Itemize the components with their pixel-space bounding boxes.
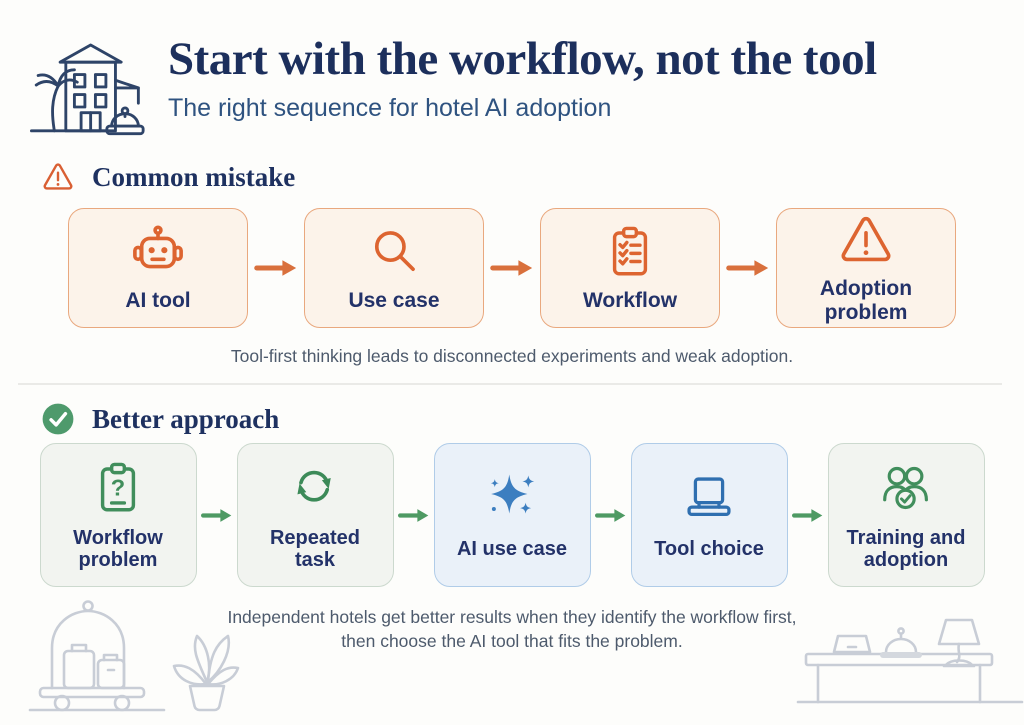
step-label: Adoption problem [819, 277, 913, 324]
common-mistake-caption: Tool-first thinking leads to disconnecte… [230, 346, 794, 366]
page-title: Start with the workflow, not the tool [168, 33, 877, 85]
arrow-right-icon [788, 506, 828, 525]
clipboard-checklist-icon [612, 226, 648, 276]
step-repeated-task: Repeated task [236, 443, 394, 587]
step-label: AI use case [456, 537, 568, 560]
arrow-right-icon [197, 506, 237, 525]
step-adoption-problem: Adoption problem [776, 208, 956, 328]
step-label: Workflow problem [73, 526, 163, 571]
svg-text:?: ? [111, 474, 125, 500]
section-divider [18, 383, 1002, 385]
warning-triangle-icon [43, 163, 73, 190]
step-label: Tool choice [654, 537, 764, 560]
better-approach-flow: ? Workflow problem Repeated task [0, 443, 1024, 587]
warning-triangle-icon [841, 217, 891, 262]
step-use-case: Use case [304, 208, 484, 328]
people-check-icon [883, 466, 928, 509]
common-mistake-title: Common mistake [92, 161, 296, 192]
arrow-right-icon [720, 257, 776, 279]
better-approach-caption: Independent hotels get better results wh… [227, 607, 797, 651]
robot-icon [133, 225, 183, 269]
step-workflow-problem: ? Workflow problem [39, 443, 197, 587]
common-mistake-heading: Common mistake [40, 160, 295, 194]
cycle-arrows-icon [297, 470, 331, 502]
better-approach-heading: Better approach [40, 402, 279, 436]
step-label: AI tool [125, 289, 191, 313]
hotel-building-icon [30, 43, 145, 136]
step-label: Training and adoption [846, 526, 966, 571]
step-label: Repeated task [269, 526, 361, 571]
step-workflow: Workflow [540, 208, 720, 328]
laptop-icon [687, 477, 731, 516]
step-label: Workflow [582, 289, 678, 313]
arrow-right-icon [591, 506, 631, 525]
step-training-adoption: Training and adoption [827, 443, 985, 587]
step-ai-tool: AI tool [68, 208, 248, 328]
arrow-right-icon [484, 257, 540, 279]
step-ai-use-case: AI use case [433, 443, 591, 587]
header: Start with the workflow, not the tool Th… [20, 26, 877, 142]
sparkles-icon [490, 474, 535, 514]
clipboard-question-icon: ? [100, 462, 136, 512]
arrow-right-icon [248, 257, 304, 279]
step-label: Use case [348, 289, 440, 313]
magnifier-icon [374, 231, 415, 272]
header-text: Start with the workflow, not the tool Th… [168, 26, 877, 123]
check-circle-icon [42, 403, 74, 435]
step-tool-choice: Tool choice [630, 443, 788, 587]
page-subtitle: The right sequence for hotel AI adoption [168, 93, 612, 122]
better-approach-title: Better approach [92, 403, 280, 434]
common-mistake-flow: AI tool Use case [0, 208, 1024, 328]
arrow-right-icon [394, 506, 434, 525]
